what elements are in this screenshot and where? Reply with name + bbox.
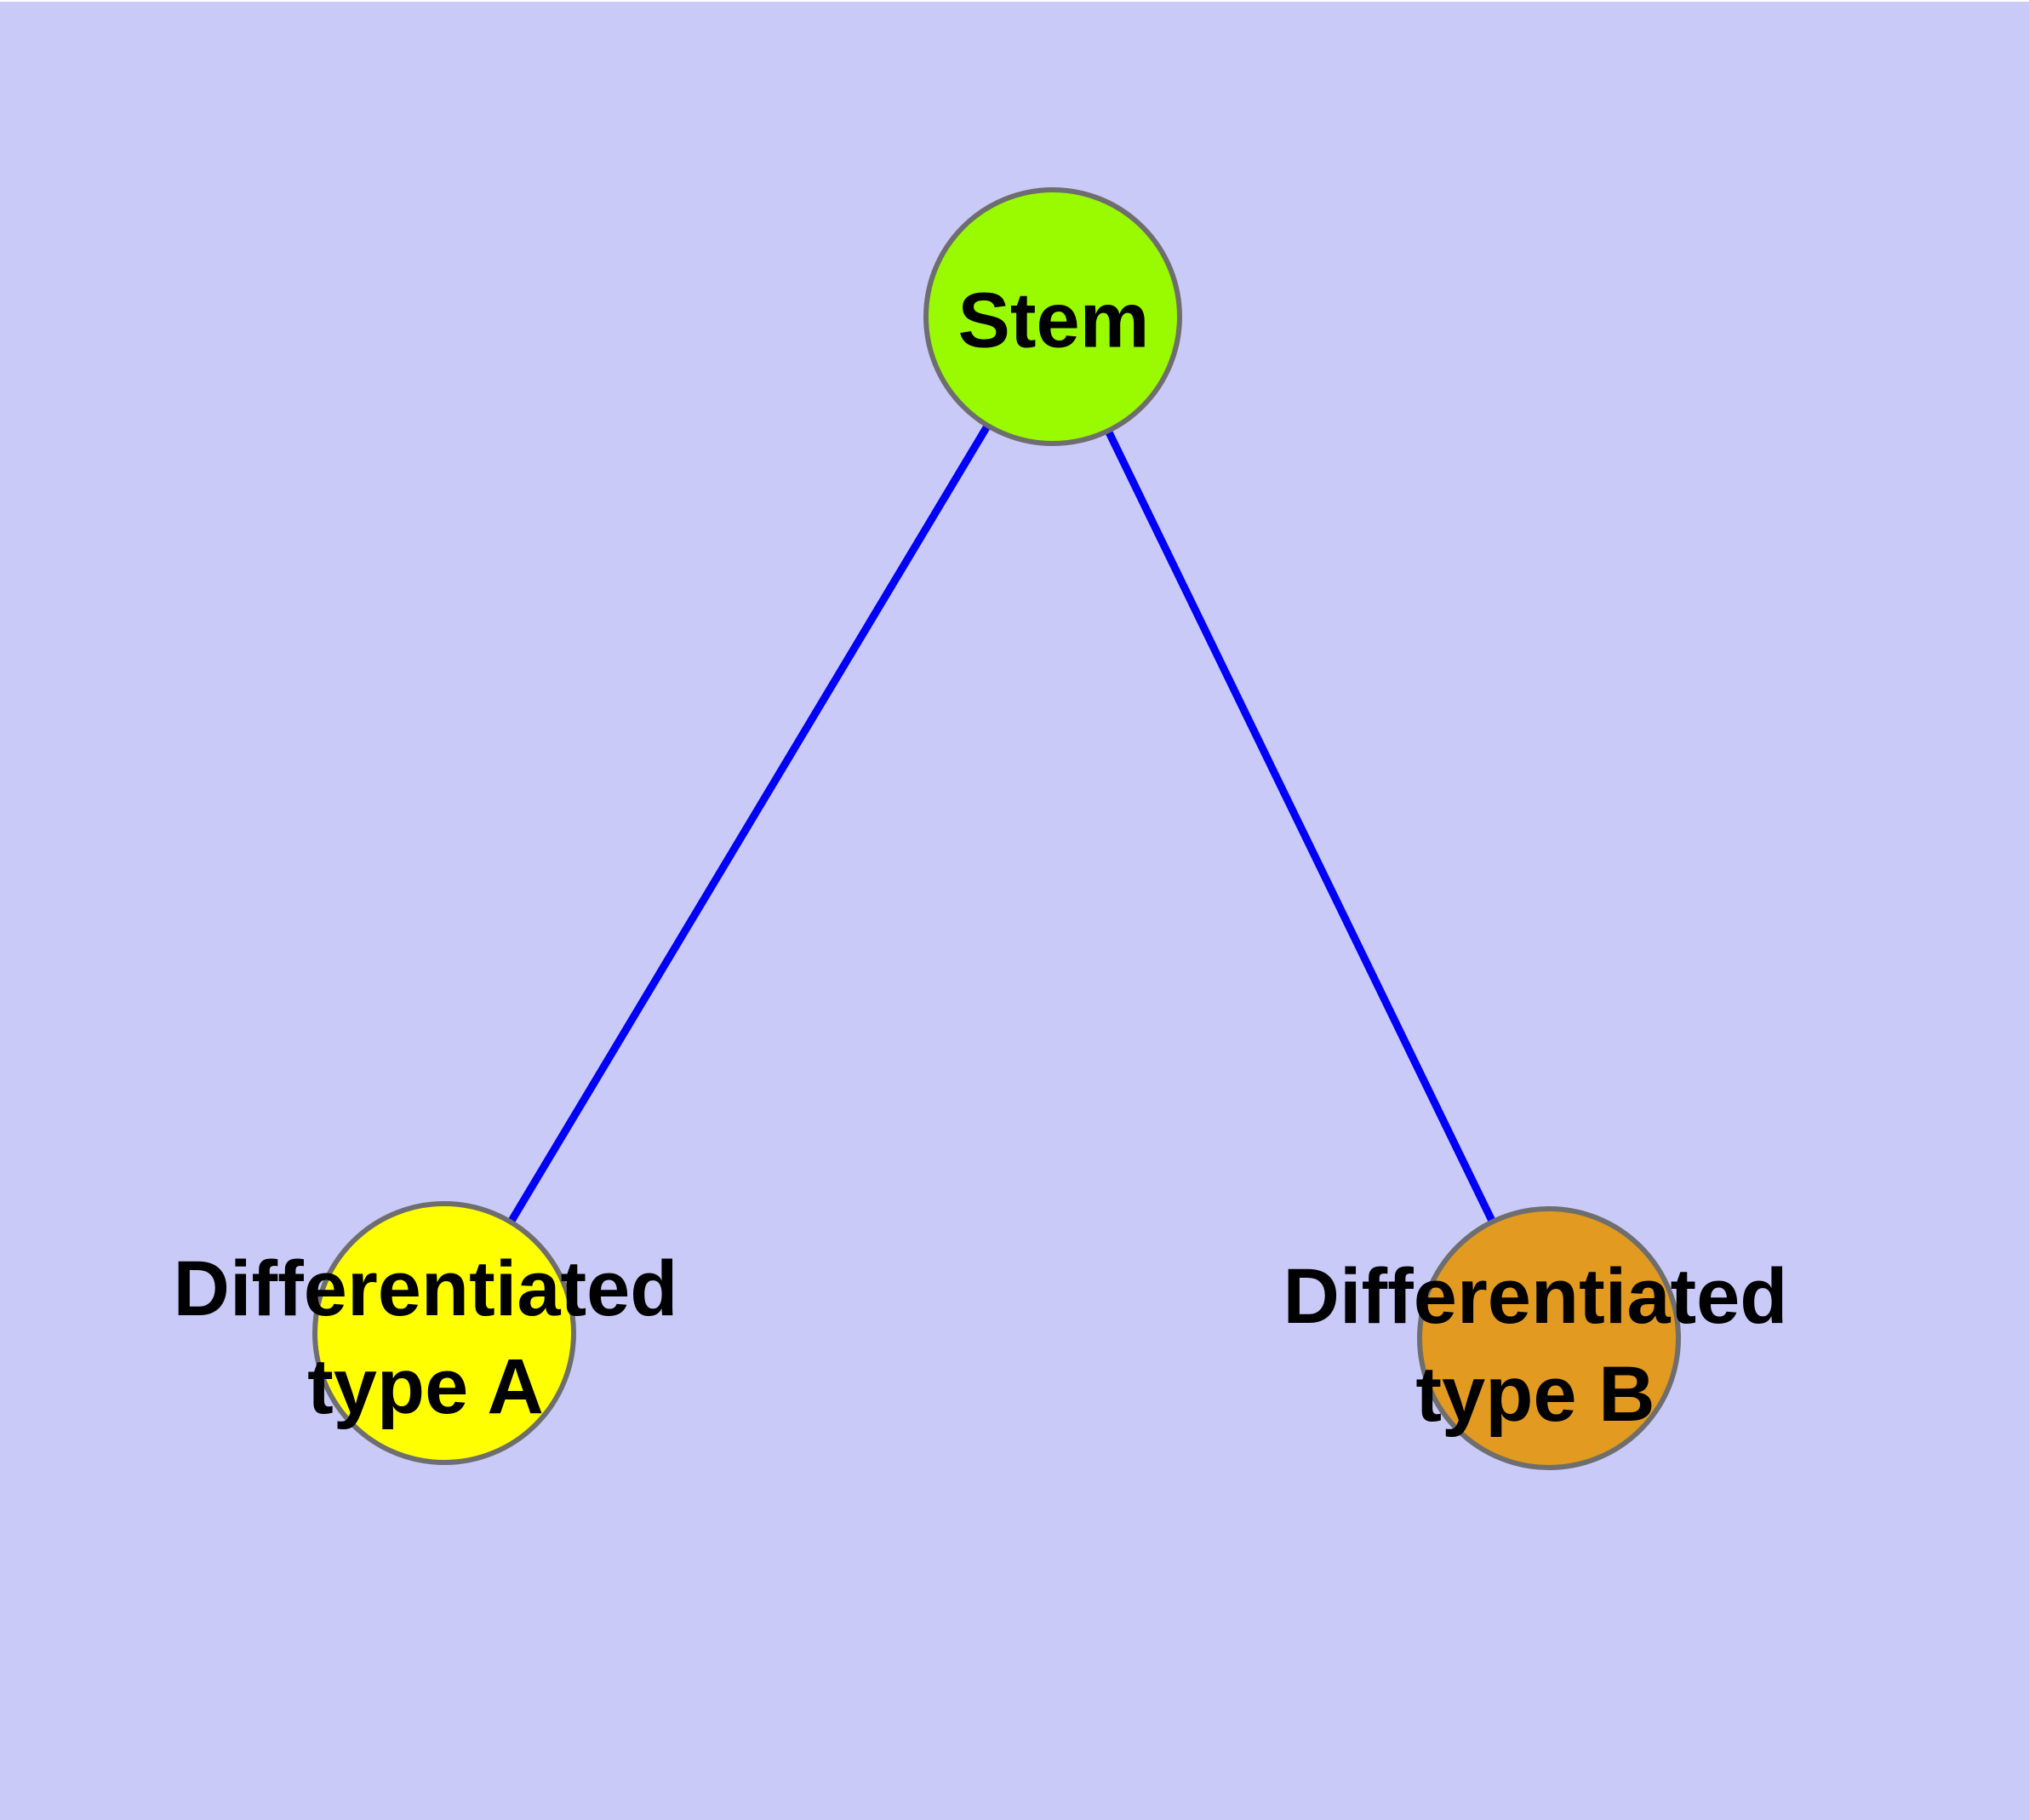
top-edge-strip [0, 0, 2029, 2]
node-stem [923, 187, 1182, 446]
node-type-a-label-line2: type A [307, 1343, 544, 1430]
node-type-a-label-line1: Differentiated [173, 1245, 678, 1332]
node-type-b-label-line2: type B [1415, 1351, 1655, 1438]
node-type-a-label: Differentiated type A [174, 1240, 678, 1436]
node-type-b-label-line1: Differentiated [1283, 1253, 1788, 1340]
node-differentiated-type-a [312, 1201, 576, 1465]
node-type-b-label: Differentiated type B [1283, 1248, 1788, 1444]
node-stem-label: Stem [957, 277, 1150, 364]
edge-stem-to-type-a [441, 314, 1056, 1336]
edge-stem-to-type-b [1049, 315, 1553, 1340]
node-differentiated-type-b [1417, 1206, 1681, 1470]
